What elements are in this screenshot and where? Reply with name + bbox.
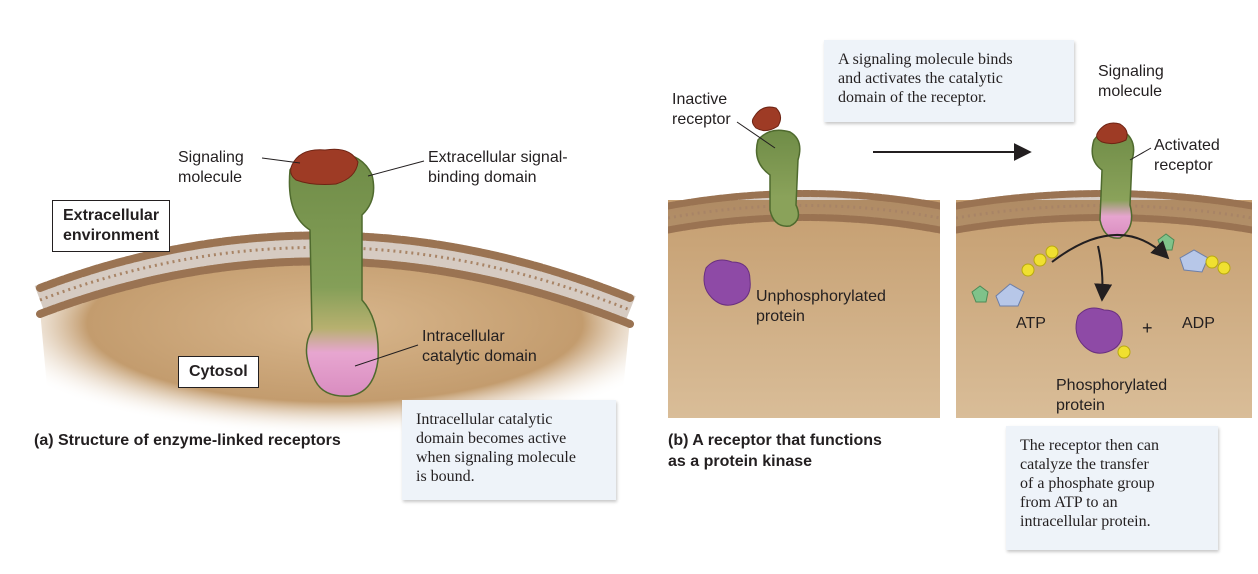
panel-b-free-signal <box>751 106 782 132</box>
phosphorylation-arrow <box>1094 245 1113 302</box>
panel-b-leader-activated <box>1129 147 1152 161</box>
panel-b-unphosphorylated-protein <box>703 259 751 306</box>
label-extracellular-environment: Extracellular environment <box>52 200 171 252</box>
panel-a-receptor <box>288 148 379 397</box>
label-adp: ADP <box>1182 315 1215 332</box>
panel-b-activated-receptor <box>1091 122 1135 239</box>
label-unphosphorylated-protein: Unphosphorylated protein <box>756 288 886 325</box>
label-signaling-molecule-a: Signaling molecule <box>178 149 244 186</box>
panel-b-leader-inactive <box>736 121 776 149</box>
label-signaling-molecule-b: Signaling molecule <box>1098 63 1164 100</box>
panel-b-inactive-receptor <box>755 129 801 227</box>
phosphate-transfer-arrow <box>1051 234 1170 263</box>
note-receptor-catalyzes: The receptor then can catalyze the trans… <box>1006 426 1218 550</box>
label-phosphorylated-protein: Phosphorylated protein <box>1056 377 1168 414</box>
panel-b-cell-left <box>668 190 940 418</box>
label-intracellular-domain: Intracellular catalytic domain <box>422 328 537 365</box>
label-extracellular-domain: Extracellular signal- binding domain <box>428 149 568 186</box>
label-inactive-receptor: Inactive receptor <box>672 91 731 128</box>
label-atp: ATP <box>1016 315 1046 332</box>
panel-a-leaders <box>261 157 425 367</box>
note-intracellular-active: Intracellular catalytic domain becomes a… <box>402 400 616 500</box>
label-plus: + <box>1142 318 1153 338</box>
note-signal-binds: A signaling molecule binds and activates… <box>824 40 1074 122</box>
label-activated-receptor: Activated receptor <box>1154 137 1220 174</box>
caption-a: (a) Structure of enzyme-linked receptors <box>34 432 341 449</box>
label-cytosol: Cytosol <box>178 356 259 388</box>
atp-molecule <box>971 245 1059 307</box>
panel-b-phosphorylated-protein <box>1075 307 1131 359</box>
caption-b: (b) A receptor that functions as a prote… <box>668 432 882 470</box>
